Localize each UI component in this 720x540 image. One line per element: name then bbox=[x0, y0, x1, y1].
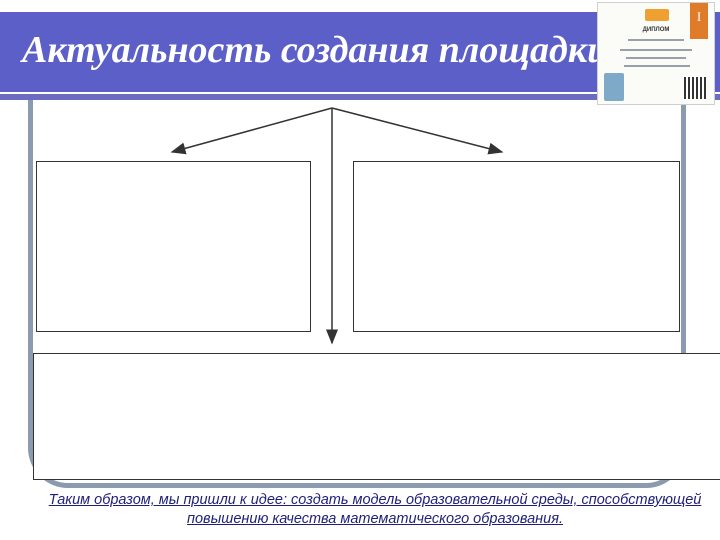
conclusion-text: Таким образом, мы пришли к идее: создать… bbox=[48, 492, 702, 527]
diploma-logo bbox=[645, 9, 669, 21]
diploma-image: I ДИПЛОМ bbox=[597, 2, 715, 105]
diploma-line bbox=[624, 65, 690, 67]
arrow-left bbox=[170, 107, 333, 155]
diploma-line bbox=[628, 39, 684, 41]
diploma-title: ДИПЛОМ bbox=[642, 27, 670, 33]
diploma-line bbox=[626, 57, 686, 59]
qr-code-icon bbox=[684, 77, 706, 99]
calculator-icon bbox=[604, 73, 624, 101]
diploma-line bbox=[620, 49, 692, 51]
arrow-right bbox=[331, 107, 504, 155]
content-box-left bbox=[36, 161, 311, 332]
content-box-right bbox=[353, 161, 680, 332]
slide-frame bbox=[28, 96, 686, 488]
diploma-ribbon: I bbox=[690, 3, 708, 39]
diploma-rank: I bbox=[696, 9, 702, 24]
slide-title: Актуальность создания площадки: bbox=[22, 29, 621, 71]
title-stripe bbox=[0, 94, 720, 100]
content-box-bottom bbox=[33, 353, 720, 480]
